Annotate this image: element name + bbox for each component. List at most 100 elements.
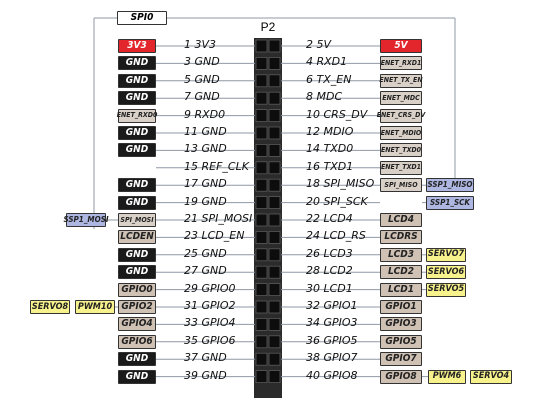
left-pin-tag: GND [118,265,156,280]
left-extra-tag: PWM10 [75,300,115,314]
left-pin-label: 33 GPIO4 [184,316,236,330]
right-pin-tag: 5V [380,39,422,53]
left-pin-label: 23 LCD_EN [184,229,245,243]
right-pin-tag: LCD1 [380,282,422,297]
pin-hole-even [268,352,281,366]
pin-hole-odd [255,230,268,244]
pin-hole-odd [255,143,268,157]
pin-hole-odd [255,178,268,192]
pin-hole-odd [255,300,268,314]
pin-hole-odd [255,39,268,53]
right-pin-label: 26 LCD3 [306,246,353,260]
left-extra-tag: SERVO8 [30,300,70,314]
left-pin-tag: GND [118,178,156,193]
pin-hole-odd [255,317,268,331]
pin-hole-even [268,370,281,384]
left-pin-tag: GND [118,56,156,71]
right-pin-label: 2 5V [306,38,332,51]
spi0-group-tag: SPI0 [117,11,167,25]
right-pin-label: 16 TXD1 [306,159,354,173]
left-pin-tag: GND [118,73,156,88]
right-pin-label: 34 GPIO3 [306,316,358,330]
left-pin-tag: SPI_MOSI [118,213,156,227]
pin-hole-odd [255,161,268,175]
left-pin-tag: GPIO6 [118,334,156,349]
left-pin-label: 19 GND [184,194,227,208]
pin-hole-even [268,317,281,331]
right-pin-tag: ENET_CRS_DV [377,108,425,123]
left-extra-tag: SSP1_MOSI [63,213,109,227]
right-pin-tag: GPIO5 [380,334,422,349]
right-pin-label: 20 SPI_SCK [306,194,368,208]
right-extra-tag: SERVO4 [470,369,512,384]
left-pin-tag: LCDEN [118,230,156,245]
left-pin-tag: GPIO2 [118,300,156,314]
right-pin-tag: ENET_MDIO [380,126,422,140]
left-pin-tag: ENET_RXD0 [117,108,157,123]
right-extra-tag: SSP1_MISO [426,178,474,193]
left-pin-label: 35 GPIO6 [184,333,236,347]
left-pin-label: 5 GND [184,72,220,86]
pin-hole-even [268,196,281,210]
left-pin-tag: GND [118,195,156,210]
right-pin-tag: GPIO1 [380,300,422,314]
right-pin-tag: LCDRS [380,230,422,245]
right-pin-tag: SPI_MISO [380,178,422,193]
pin-hole-odd [255,91,268,105]
right-pin-tag: LCD2 [380,265,422,280]
right-pin-label: 36 GPIO5 [306,333,358,347]
right-pin-tag: ENET_TXD1 [380,160,422,175]
left-pin-tag: GND [118,91,156,106]
right-pin-tag: GPIO7 [380,352,422,367]
right-pin-label: 6 TX_EN [306,72,352,86]
left-pin-label: 11 GND [184,125,227,138]
right-pin-label: 38 GPIO7 [306,351,358,365]
right-extra-tag: SERVO6 [426,265,466,280]
pin-hole-odd [255,370,268,384]
right-pin-label: 32 GPIO1 [306,299,358,312]
pin-hole-odd [255,74,268,88]
pin-hole-even [268,161,281,175]
right-extra-tag: SERVO7 [426,247,466,262]
right-extra-tag: SERVO5 [426,282,466,297]
right-pin-tag: LCD4 [380,213,422,227]
right-pin-label: 10 CRS_DV [306,107,368,121]
pin-hole-odd [255,248,268,262]
left-pin-label: 37 GND [184,351,227,365]
right-pin-label: 28 LCD2 [306,264,353,278]
pin-hole-odd [255,126,268,140]
right-pin-tag: LCD3 [380,247,422,262]
left-pin-tag: GPIO4 [118,317,156,332]
pin-hole-even [268,178,281,192]
pin-hole-odd [255,213,268,227]
left-pin-tag: GND [118,143,156,158]
pin-hole-odd [255,196,268,210]
pin-hole-even [268,39,281,53]
right-pin-tag: GPIO8 [380,369,422,384]
left-pin-label: 3 GND [184,55,220,69]
left-pin-tag: GND [118,352,156,367]
pin-hole-odd [255,335,268,349]
left-pin-tag: GND [118,369,156,384]
pin-hole-even [268,230,281,244]
left-pin-tag: GND [118,126,156,140]
pin-hole-even [268,248,281,262]
pin-hole-even [268,143,281,157]
pin-hole-odd [255,109,268,122]
right-pin-tag: ENET_RXD1 [380,56,422,71]
right-pin-tag: ENET_TX_EN [379,73,423,88]
pin-hole-even [268,109,281,122]
right-pin-label: 22 LCD4 [306,212,353,225]
left-pin-label: 1 3V3 [184,38,217,51]
right-extra-tag: SSP1_SCK [426,195,474,210]
pin-hole-even [268,126,281,140]
right-pin-label: 4 RXD1 [306,55,348,69]
left-pin-label: 9 RXD0 [184,107,226,121]
right-extra-tag: PWM6 [428,369,466,384]
left-pin-tag: GPIO0 [118,282,156,297]
right-pin-label: 14 TXD0 [306,142,354,156]
left-pin-label: 21 SPI_MOSI [184,212,253,225]
left-pin-label: 17 GND [184,177,227,191]
